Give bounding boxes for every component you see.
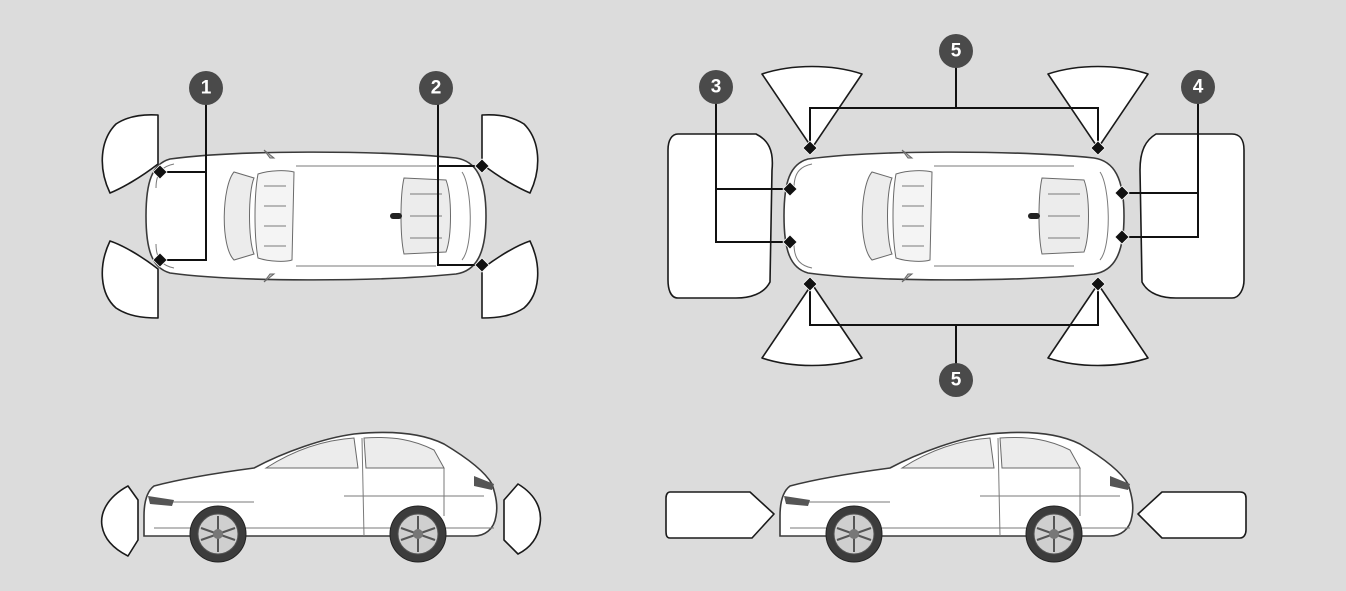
sensor-marker xyxy=(802,276,818,292)
leader-line-5-top xyxy=(809,107,1099,148)
sensor-marker xyxy=(1090,140,1106,156)
callout-4: 4 xyxy=(1181,70,1215,104)
sensor-marker xyxy=(1114,185,1130,201)
leader-line-4 xyxy=(1122,192,1199,238)
sensor-marker xyxy=(1090,276,1106,292)
detection-zone-rear-wide xyxy=(1139,133,1245,299)
callout-5-bottom-label: 5 xyxy=(951,370,962,391)
sensor-marker xyxy=(474,158,490,174)
leader-line-3 xyxy=(715,188,790,243)
leader-line-2 xyxy=(437,165,482,266)
callout-2: 2 xyxy=(419,71,453,105)
callout-3: 3 xyxy=(699,70,733,104)
leader-line-5-bottom xyxy=(809,284,1099,326)
left-top-view: 1 2 xyxy=(101,71,539,319)
detection-zone-front-left xyxy=(101,113,159,194)
right-top-view: 3 4 5 5 xyxy=(667,34,1245,397)
callout-1-label: 1 xyxy=(201,78,212,99)
callout-2-label: 2 xyxy=(431,78,442,99)
callout-1: 1 xyxy=(189,71,223,105)
car-top-view xyxy=(145,149,487,283)
detection-zone-front-right xyxy=(101,240,159,319)
detection-zone-front-wide xyxy=(667,133,774,299)
left-side-view xyxy=(100,431,542,563)
side-zone-rear-long xyxy=(1137,491,1247,539)
callout-5-top-label: 5 xyxy=(951,41,962,62)
wheel xyxy=(1025,505,1083,563)
callout-5-bottom: 5 xyxy=(939,363,973,397)
sensor-marker xyxy=(152,252,168,268)
car-top-view xyxy=(783,149,1125,283)
callout-3-label: 3 xyxy=(711,77,722,98)
detection-zone-rear-left xyxy=(481,113,539,194)
side-zone-rear xyxy=(503,483,542,555)
right-side-view xyxy=(665,431,1247,563)
leader-line-1 xyxy=(160,171,207,261)
wheel xyxy=(825,505,883,563)
side-zone-front-long xyxy=(665,491,775,539)
callout-4-label: 4 xyxy=(1193,77,1204,98)
sensor-marker xyxy=(152,164,168,180)
sensor-marker xyxy=(782,234,798,250)
sensor-marker xyxy=(802,140,818,156)
wheel xyxy=(389,505,447,563)
callout-5-top: 5 xyxy=(939,34,973,68)
detection-zone-rear-right xyxy=(481,240,539,319)
sensor-marker xyxy=(1114,229,1130,245)
side-zone-front xyxy=(100,485,139,557)
sensor-marker xyxy=(474,257,490,273)
sensor-marker xyxy=(782,181,798,197)
wheel xyxy=(189,505,247,563)
